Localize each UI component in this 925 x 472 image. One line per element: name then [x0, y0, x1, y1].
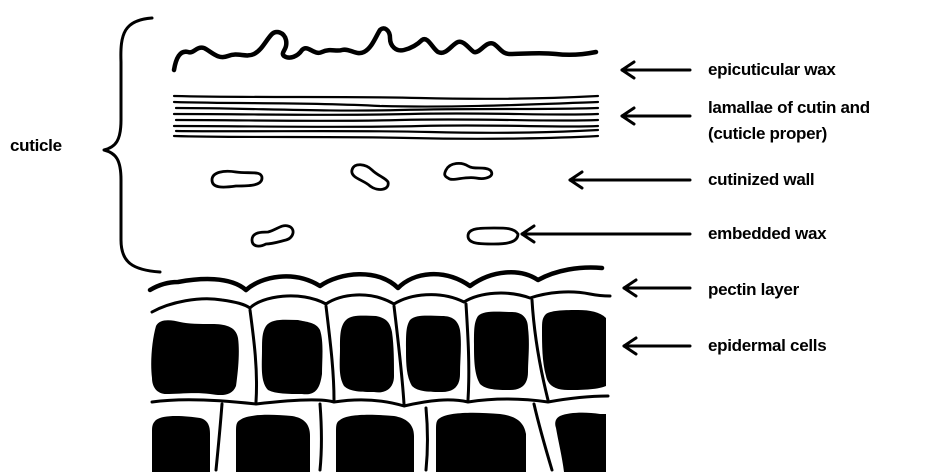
cutinized-wall-blob-2 [352, 165, 388, 190]
embedded-wax-blob-1 [252, 226, 293, 246]
cuticle-brace [104, 18, 160, 272]
label-lamellae-line2: (cuticle proper) [708, 124, 827, 144]
lamellae-lines [174, 96, 598, 139]
label-cuticle: cuticle [10, 136, 62, 156]
label-epidermal-cells: epidermal cells [708, 336, 826, 356]
pectin-layer-line [150, 268, 602, 291]
label-embedded-wax: embedded wax [708, 224, 826, 244]
label-epicuticular-wax: epicuticular wax [708, 60, 835, 80]
label-lamellae-line1: lamallae of cutin and [708, 98, 870, 118]
label-arrows [522, 62, 690, 354]
label-pectin-layer: pectin layer [708, 280, 799, 300]
epicuticular-wax-line [174, 28, 596, 70]
cutinized-wall-blob-1 [212, 171, 262, 187]
cutinized-wall-blob-3 [445, 163, 492, 179]
embedded-wax-blob-2 [468, 228, 518, 244]
label-cutinized-wall: cutinized wall [708, 170, 814, 190]
epidermal-cell-boundary-top [152, 292, 610, 312]
